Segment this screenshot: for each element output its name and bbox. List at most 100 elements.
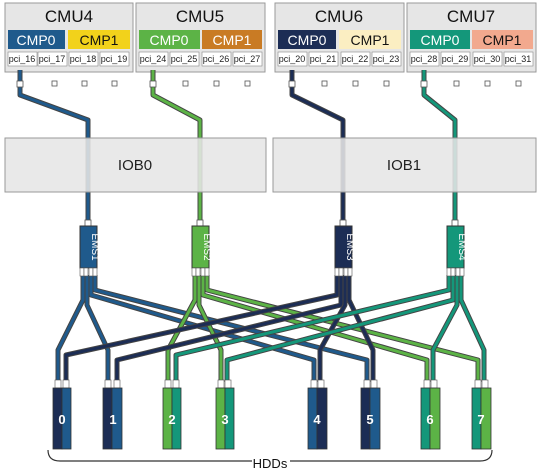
connector-port bbox=[111, 80, 118, 87]
cable-ems1-to-hdd0 bbox=[55, 275, 86, 382]
cable-ems3-to-hdd4 bbox=[317, 275, 348, 382]
hdd-0-label: 0 bbox=[58, 412, 65, 427]
connector-port bbox=[484, 80, 491, 87]
ems-3-label: EMS3 bbox=[344, 233, 355, 261]
pci-slot-label: pci_28 bbox=[411, 54, 438, 64]
hdds-caption: HDDs bbox=[253, 456, 288, 471]
ems-module-3: EMS3 bbox=[334, 219, 355, 277]
pci-slot-label: pci_20 bbox=[279, 54, 306, 64]
pci-slot bbox=[440, 51, 471, 67]
cable-ems2-to-hdd7 bbox=[204, 275, 481, 382]
pci-slot bbox=[503, 51, 534, 67]
ems-module-4: EMS4 bbox=[446, 219, 467, 277]
hdd-3-label: 3 bbox=[221, 412, 228, 427]
ems-1-label: EMS1 bbox=[89, 233, 100, 261]
cmu-6-title: CMU6 bbox=[315, 7, 363, 26]
iob-layer: IOB0 IOB1 bbox=[4, 137, 537, 193]
pci-slot bbox=[138, 51, 169, 67]
hdd-0: 0 bbox=[52, 379, 72, 450]
hdd-7-label: 7 bbox=[477, 412, 484, 427]
cable-ems3-to-hdd0 bbox=[63, 275, 340, 382]
ems-4-label: EMS4 bbox=[456, 233, 467, 261]
connector-port bbox=[213, 80, 220, 87]
cmu-box-5: CMU5 CMP0 CMP1 pci_24 pci_25 pci_26 pci_… bbox=[135, 2, 266, 73]
cmp-1-label: CMP1 bbox=[213, 32, 252, 48]
lower-cable-layer bbox=[55, 275, 487, 382]
hdd-5-label: 5 bbox=[366, 412, 373, 427]
pci-slot-label: pci_18 bbox=[70, 54, 97, 64]
pci-slot-label: pci_26 bbox=[203, 54, 230, 64]
hdd-layer: 0 1 2 3 4 bbox=[52, 379, 492, 450]
pci-slot bbox=[37, 51, 68, 67]
pci-slot bbox=[7, 51, 38, 67]
cmp-1-label: CMP1 bbox=[483, 32, 522, 48]
cmp-0-box bbox=[8, 30, 65, 49]
iob-box-0 bbox=[4, 137, 267, 193]
pci-slot bbox=[277, 51, 308, 67]
hdds-caption-bg bbox=[252, 455, 290, 471]
pci-slot bbox=[371, 51, 402, 67]
pci-slot-label: pci_31 bbox=[505, 54, 532, 64]
cable-ems1-to-hdd4 bbox=[88, 275, 317, 382]
cmp-1-box bbox=[202, 30, 262, 49]
connector-port bbox=[321, 80, 328, 87]
pci-slot-label: pci_21 bbox=[310, 54, 337, 64]
cable-ems2-to-hdd3 bbox=[196, 275, 224, 382]
pci-slot bbox=[232, 51, 263, 67]
cmp-0-label: CMP0 bbox=[150, 32, 189, 48]
pci-slot bbox=[169, 51, 200, 67]
cmp-1-box bbox=[472, 30, 533, 49]
cmu-7-title: CMU7 bbox=[447, 7, 495, 26]
connector-port bbox=[244, 80, 251, 87]
cmu-5-title: CMU5 bbox=[176, 7, 224, 26]
pci-slot bbox=[201, 51, 232, 67]
pci-slot-label: pci_17 bbox=[39, 54, 66, 64]
cable-ems4-to-hdd2 bbox=[173, 275, 452, 382]
pci-slot-label: pci_29 bbox=[442, 54, 469, 64]
pci-slot bbox=[409, 51, 440, 67]
cmp-0-label: CMP0 bbox=[288, 32, 327, 48]
ems-2-label: EMS2 bbox=[201, 233, 212, 261]
ems-module-2: EMS2 bbox=[191, 219, 212, 277]
hdd-1: 1 bbox=[102, 379, 123, 450]
connector-port bbox=[383, 80, 390, 87]
cable-ems2-to-hdd6 bbox=[200, 275, 430, 382]
cmp-0-label: CMP0 bbox=[421, 32, 460, 48]
cmp-1-box bbox=[68, 30, 130, 49]
cmp-1-box bbox=[339, 30, 401, 49]
iob-1-label: IOB1 bbox=[387, 157, 421, 174]
hdd-6-label: 6 bbox=[426, 412, 433, 427]
cable-ems3-to-hdd1 bbox=[114, 275, 344, 382]
pci-slot bbox=[340, 51, 371, 67]
pci-slot-label: pci_30 bbox=[474, 54, 501, 64]
pci-slot-label: pci_25 bbox=[171, 54, 198, 64]
cmp-1-label: CMP1 bbox=[351, 32, 390, 48]
pci-slot-label: pci_16 bbox=[9, 54, 36, 64]
cmp-0-box bbox=[410, 30, 470, 49]
hdd-4: 4 bbox=[307, 379, 328, 450]
hdd-4-label: 4 bbox=[313, 412, 321, 427]
cable-ems2-to-hdd2 bbox=[165, 275, 198, 382]
iob-0-label: IOB0 bbox=[118, 157, 152, 174]
pci-slot-label: pci_22 bbox=[342, 54, 369, 64]
cmp-0-box bbox=[278, 30, 336, 49]
hdd-6: 6 bbox=[420, 379, 441, 450]
cable-ems4-to-hdd3 bbox=[224, 275, 456, 382]
connector-port bbox=[51, 80, 58, 87]
cmu-box-7: CMU7 CMP0 CMP1 pci_28 pci_29 pci_30 pci_… bbox=[406, 2, 537, 73]
pci-slot bbox=[472, 51, 503, 67]
cmp-0-label: CMP0 bbox=[17, 32, 56, 48]
connector-port bbox=[453, 80, 460, 87]
ems-layer: EMS1 EMS2 EMS3 EMS4 bbox=[79, 219, 467, 277]
hdd-1-label: 1 bbox=[109, 412, 116, 427]
connector-port bbox=[16, 80, 24, 88]
connector-port bbox=[515, 80, 522, 87]
hdd-5: 5 bbox=[360, 379, 381, 450]
pci-slot bbox=[68, 51, 99, 67]
cable-ems1-to-hdd5 bbox=[92, 275, 370, 382]
pci-slot-label: pci_27 bbox=[234, 54, 261, 64]
hdd-2-label: 2 bbox=[168, 412, 175, 427]
cmp-0-box bbox=[139, 30, 200, 49]
